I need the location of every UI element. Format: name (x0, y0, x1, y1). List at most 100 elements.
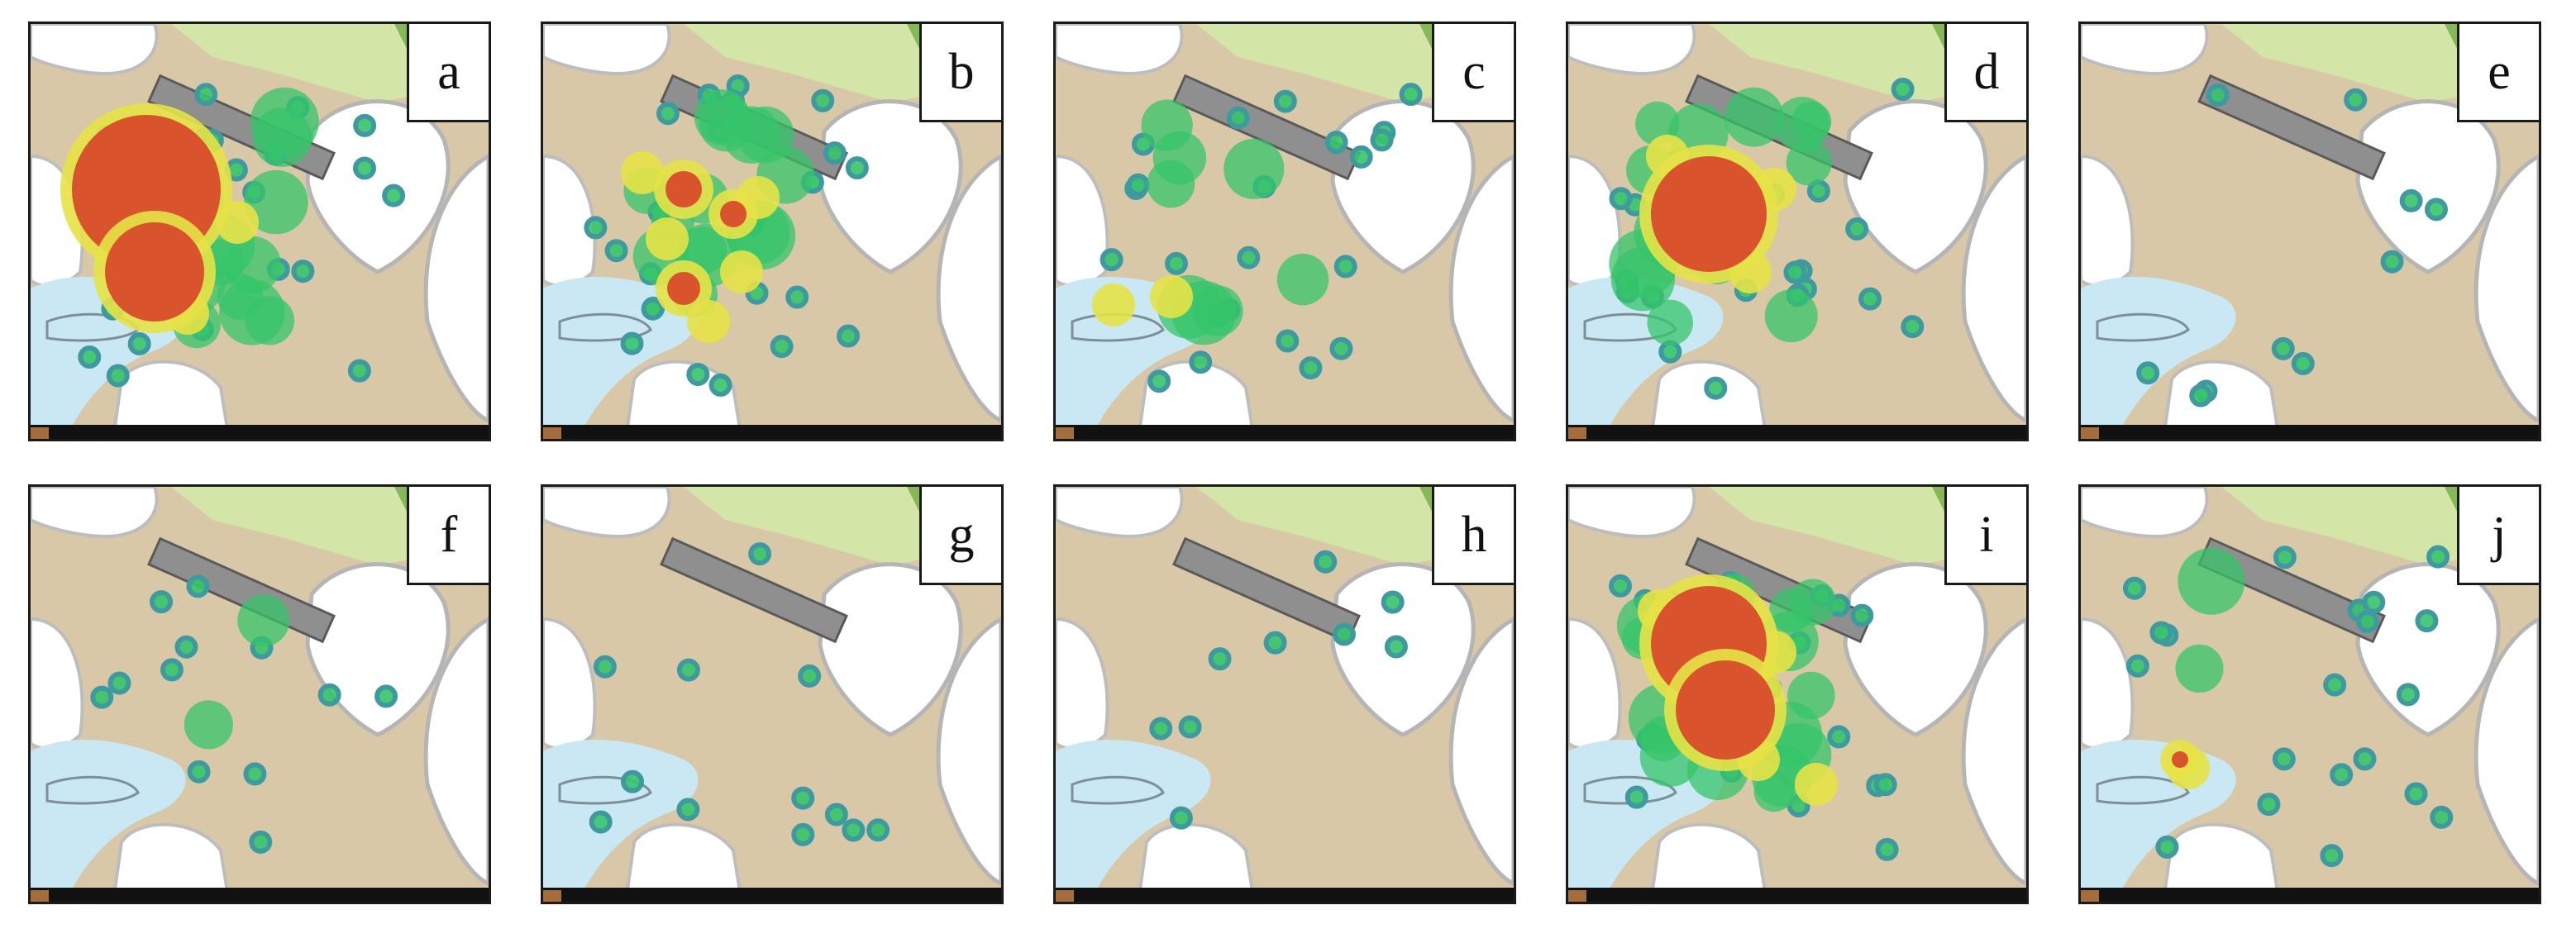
panel-label: f (407, 487, 489, 585)
heat-dot-ring (823, 141, 847, 165)
panel-label: h (1432, 487, 1514, 585)
heat-dot-ring (1169, 806, 1193, 830)
panel-label: c (1432, 24, 1514, 122)
grey-bar (2197, 74, 2386, 181)
heat-dot-ring (2189, 384, 2213, 407)
panel-label: i (1944, 487, 2026, 585)
road-marker (2081, 427, 2099, 439)
heat-dot (658, 104, 677, 123)
heat-dot (2432, 808, 2451, 827)
heat-dot-ring (1384, 635, 1408, 659)
building-shape (1136, 822, 1257, 902)
building-shape (1843, 562, 1988, 737)
heat-dot-ring (1299, 356, 1323, 380)
building-shape (1843, 99, 1988, 274)
road-marker (1568, 427, 1586, 439)
heat-dot (2158, 837, 2177, 856)
heat-dot (188, 577, 208, 596)
heat-dot-ring (1381, 590, 1405, 614)
heat-dot (825, 144, 844, 163)
water-area (543, 740, 699, 902)
heat-yellow-blob (720, 250, 763, 293)
heat-peak (665, 171, 702, 207)
building-shape (1961, 154, 2026, 423)
heat-dot-ring (845, 156, 869, 180)
panel-i-map (1568, 487, 2026, 902)
heat-dot (2208, 86, 2227, 105)
road-strip (2081, 888, 2539, 902)
building-shape (1056, 487, 1184, 539)
heat-dot-ring (641, 297, 665, 321)
heat-dot (2139, 364, 2158, 383)
heat-dot-ring (291, 260, 315, 283)
road-marker (543, 890, 561, 902)
heat-dot (1336, 257, 1355, 276)
heat-dot (377, 687, 396, 706)
heat-green-blob (244, 169, 308, 235)
heat-dot-ring (584, 216, 608, 240)
heat-green-blob (1786, 140, 1832, 186)
heat-dot (1661, 342, 1680, 361)
building-shape (543, 24, 671, 76)
heat-green-blob (1647, 299, 1694, 346)
heat-dot (1327, 133, 1346, 152)
heat-dot (1152, 719, 1171, 738)
heat-dot (1786, 263, 1805, 282)
heat-dot (1239, 248, 1258, 267)
heat-dot-ring (1276, 329, 1300, 353)
heat-dot (1386, 637, 1405, 656)
heat-dot (1191, 353, 1210, 372)
building-shape (2473, 617, 2539, 886)
panel-c: c (1053, 21, 1516, 441)
panel-label: d (1944, 24, 2026, 122)
heat-green-blob (1764, 289, 1818, 343)
road-strip (1568, 888, 2026, 902)
heat-dot (1102, 250, 1121, 269)
panel-b-map (543, 24, 1001, 439)
heat-dot-ring (2404, 782, 2428, 806)
building-shape (111, 360, 231, 439)
building-shape (1448, 617, 1514, 886)
heat-dot-ring (1901, 315, 1925, 339)
heat-dot-ring (866, 818, 890, 842)
building-shape (2081, 24, 2209, 76)
heat-dot (2426, 200, 2445, 219)
building-shape (818, 562, 963, 737)
heat-dot-ring (1178, 715, 1202, 739)
heat-dot (1150, 372, 1169, 391)
heat-dot-ring (811, 88, 835, 112)
heat-dot (711, 375, 730, 394)
heat-dot (1276, 92, 1295, 111)
building-shape (1568, 487, 1696, 539)
heat-dot-ring (656, 102, 680, 126)
heat-dot-ring (2155, 835, 2179, 859)
building-shape (1056, 24, 1184, 76)
heat-dot-ring (2273, 545, 2297, 569)
heat-dot-ring (353, 113, 377, 137)
panel-d: d (1566, 21, 2029, 441)
heat-dot (751, 545, 770, 564)
heat-green-blob (1774, 97, 1830, 152)
heat-dot (1266, 633, 1285, 652)
heat-dot-ring (1149, 717, 1173, 741)
heat-dot-ring (2206, 83, 2230, 107)
heat-dot (586, 218, 605, 237)
heat-dot (788, 288, 807, 307)
road-marker (31, 427, 49, 439)
heat-dot-ring (1875, 837, 1899, 861)
heat-dot-ring (78, 345, 102, 369)
heat-yellow-blob (1795, 763, 1838, 806)
heat-dot (794, 825, 813, 844)
building-shape (1648, 360, 1769, 439)
heat-yellow-blob (1092, 283, 1135, 326)
heat-dot (1210, 650, 1229, 669)
heat-dot-ring (127, 331, 151, 355)
heat-dot-ring (1237, 245, 1261, 269)
heat-dot (1876, 775, 1895, 794)
heat-dot-ring (382, 183, 406, 207)
heat-dot-ring (676, 798, 700, 822)
heat-dot (847, 159, 866, 178)
heat-dot (1372, 131, 1391, 150)
heat-dot-ring (1891, 78, 1915, 102)
heat-dot (2326, 675, 2345, 694)
